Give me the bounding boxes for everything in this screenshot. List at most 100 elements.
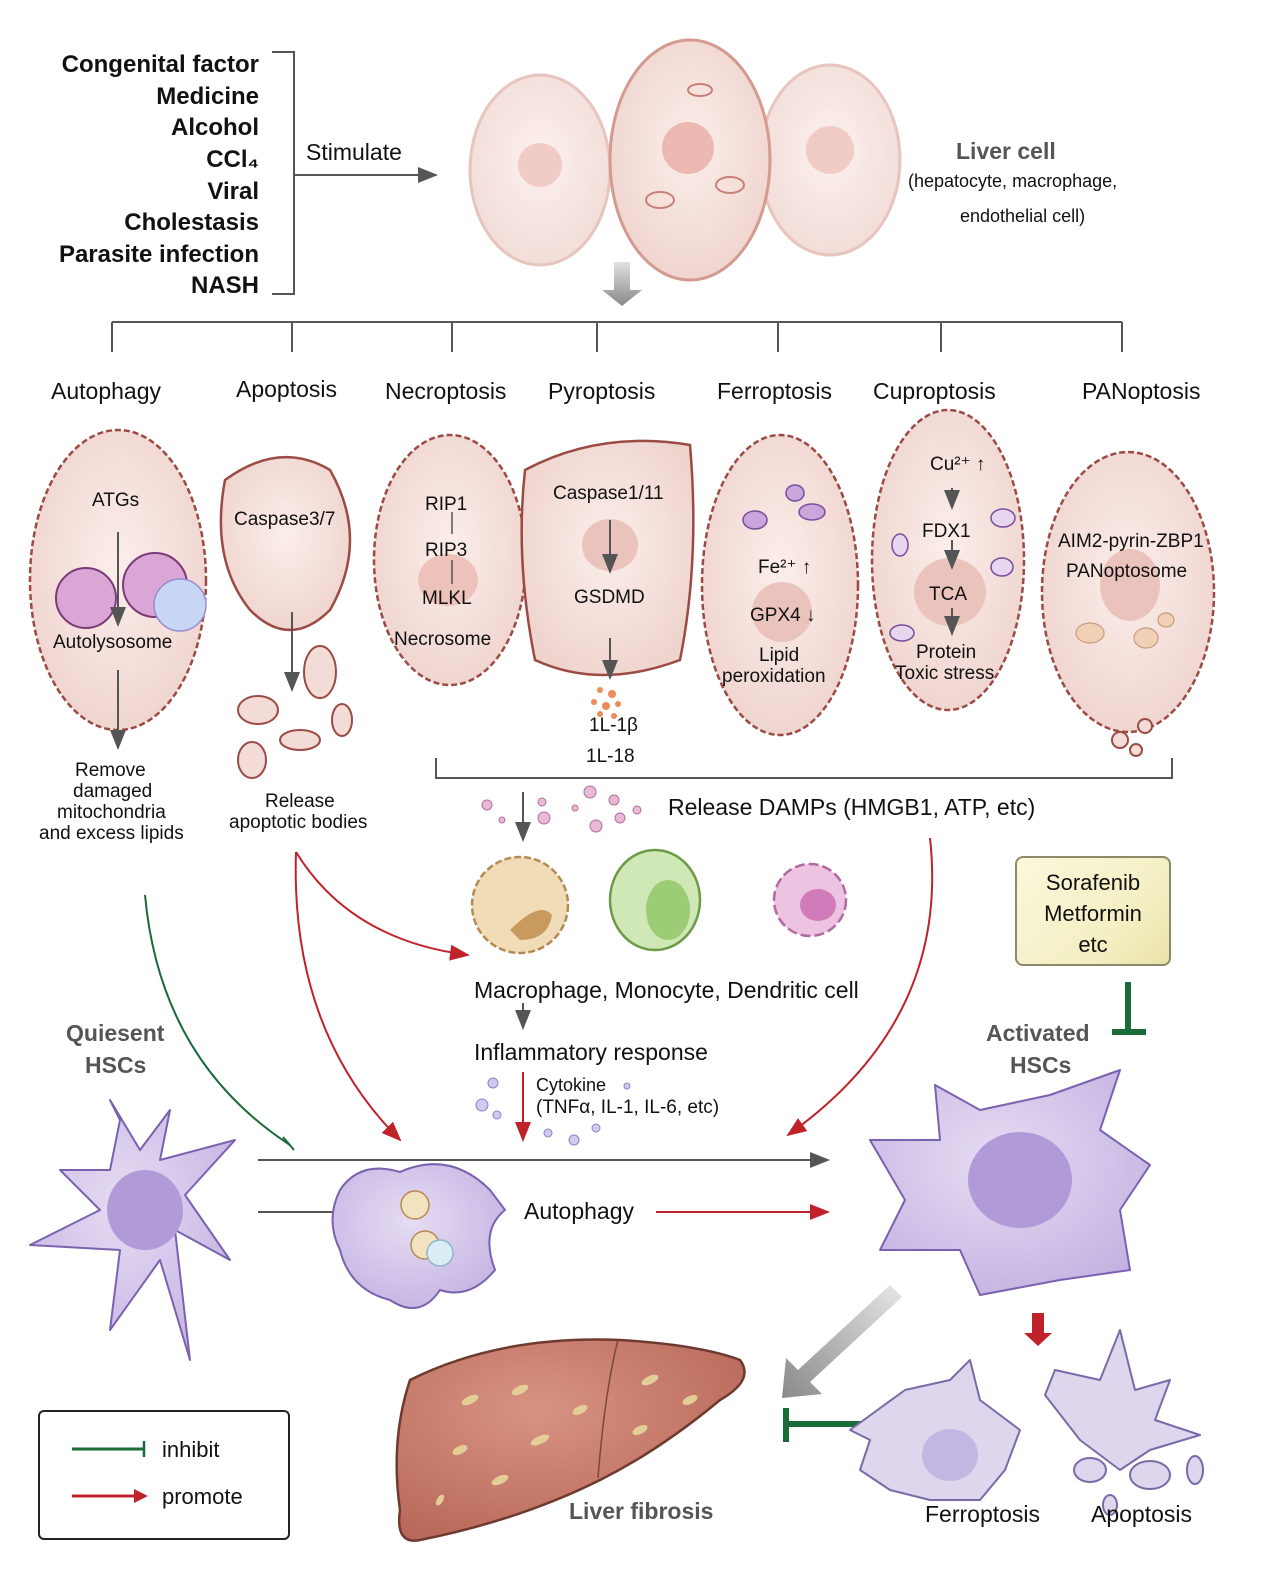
inflammatory-response-label: Inflammatory response <box>474 1039 708 1065</box>
panoptosis-cell <box>1040 450 1216 757</box>
quiescent-hsc-label: HSCs <box>85 1052 147 1078</box>
activated-hsc-label: HSCs <box>1010 1052 1072 1078</box>
death-type-panoptosis: PANoptosis <box>1082 378 1201 404</box>
apoptosis-outcome: apoptotic bodies <box>229 812 368 833</box>
liver-cell-title: Liver cell <box>956 138 1056 164</box>
death-type-cuproptosis: Cuproptosis <box>873 378 996 404</box>
necroptosis-step: RIP3 <box>425 540 468 561</box>
drug-label: etc <box>1078 932 1108 957</box>
autophagy-outcome: Remove <box>75 760 146 781</box>
death-type-autophagy: Autophagy <box>51 378 161 404</box>
liver-fibrosis-label: Liver fibrosis <box>569 1498 714 1524</box>
gray-diagonal-arrow <box>782 1285 902 1398</box>
factor-label: Congenital factor <box>61 51 259 78</box>
apoptosis-outcome: Release <box>265 791 335 812</box>
hsc-ferroptosis-label: Ferroptosis <box>925 1501 1041 1527</box>
promote-arrow-icon <box>72 1489 148 1503</box>
liver-cell-subtitle: (hepatocyte, macrophage, <box>908 171 1118 191</box>
factor-label: Viral <box>207 178 259 205</box>
cuproptosis-step: FDX1 <box>922 521 971 542</box>
cuproptosis-step: TCA <box>929 584 967 605</box>
pyroptosis-output: 1L-18 <box>586 746 635 767</box>
drug-inhibit-symbol <box>1112 982 1146 1035</box>
liver-cell-subtitle: endothelial cell) <box>960 206 1086 226</box>
pyroptosis-output: 1L-1β <box>589 715 638 736</box>
factor-label: NASH <box>190 272 259 299</box>
panoptosis-step: AIM2-pyrin-ZBP1 <box>1058 531 1204 552</box>
necroptosis-step: RIP1 <box>425 494 468 515</box>
apoptotic-to-hsc-arrow <box>294 851 402 1142</box>
death-type-ferroptosis: Ferroptosis <box>717 378 833 404</box>
panoptosis-step: PANoptosome <box>1066 561 1188 582</box>
distribution-ticks <box>111 322 1123 352</box>
stimulate-label: Stimulate <box>306 139 402 165</box>
apoptosis-cell <box>219 455 353 779</box>
cytokine-list: (TNFα, IL-1, IL-6, etc) <box>536 1097 720 1118</box>
necroptosis-step: MLKL <box>422 588 472 609</box>
factor-label: Parasite infection <box>58 241 259 268</box>
autophagy-inhibit-curve <box>144 894 291 1146</box>
factor-bracket <box>272 51 295 295</box>
cuproptosis-step: Protein <box>916 642 977 663</box>
activated-hsc-illustration <box>869 1069 1151 1296</box>
ferroptosis-step: Fe²⁺ ↑ <box>758 557 812 578</box>
damps-dots <box>481 785 642 833</box>
inhibit-symbol-icon <box>72 1441 146 1457</box>
legend: inhibit promote <box>38 1410 290 1540</box>
collect-bar <box>435 758 1173 779</box>
ferroptosis-step: peroxidation <box>722 666 826 687</box>
macrophage-illustration <box>470 855 570 955</box>
drug-box: Sorafenib Metformin etc <box>1015 856 1171 966</box>
apoptosis-step: Caspase3/7 <box>234 509 336 530</box>
autophagy-outcome: and excess lipids <box>39 823 184 844</box>
quiescent-hsc-illustration <box>29 1099 236 1361</box>
damps-label: Release DAMPs (HMGB1, ATP, etc) <box>668 794 1036 820</box>
necroptosis-step: Necrosome <box>394 629 492 650</box>
hsc-autophagy-label: Autophagy <box>524 1198 634 1224</box>
autophagy-step: Autolysosome <box>53 632 173 653</box>
factor-label: Cholestasis <box>124 209 259 236</box>
autophagy-hsc-illustration <box>331 1163 507 1309</box>
damps-to-hsc-arrow <box>786 837 934 1137</box>
cuproptosis-cell <box>870 408 1026 712</box>
pyroptosis-step: GSDMD <box>574 587 645 608</box>
apoptotic-to-immune-arrow <box>295 851 470 961</box>
factor-label: Alcohol <box>171 114 259 141</box>
cytokine-label: Cytokine <box>536 1075 607 1095</box>
drug-label: Sorafenib <box>1045 870 1141 895</box>
hsc-apoptosis-label: Apoptosis <box>1091 1501 1193 1527</box>
fibrotic-liver-illustration <box>395 1338 746 1542</box>
death-type-necroptosis: Necroptosis <box>385 378 507 404</box>
activated-hsc-label: Activated <box>986 1020 1090 1046</box>
quiescent-hsc-label: Quiesent <box>66 1020 165 1046</box>
autophagy-outcome: mitochondria <box>57 802 166 823</box>
death-type-pyroptosis: Pyroptosis <box>548 378 656 404</box>
drug-label: Metformin <box>1044 901 1142 926</box>
ferroptosis-cell <box>700 433 860 737</box>
red-down-arrow <box>1024 1313 1052 1346</box>
legend-symbols <box>72 1441 148 1503</box>
pyroptosis-cell <box>520 439 695 719</box>
liver-cells-illustration <box>468 38 902 282</box>
cuproptosis-step: Toxic stress <box>895 663 995 684</box>
big-down-arrow <box>602 262 642 306</box>
death-type-apoptosis: Apoptosis <box>236 376 338 402</box>
immune-cells-label: Macrophage, Monocyte, Dendritic cell <box>474 977 859 1003</box>
pyroptosis-step: Caspase1/11 <box>553 483 664 504</box>
monocyte-illustration <box>608 848 702 952</box>
autophagy-outcome: damaged <box>73 781 153 802</box>
dendritic-cell-illustration <box>772 862 848 938</box>
ferroptosis-step: GPX4 ↓ <box>750 605 816 626</box>
ferroptotic-hsc-illustration <box>849 1359 1021 1501</box>
autophagy-cell <box>28 428 208 750</box>
legend-inhibit-label: inhibit <box>162 1437 220 1462</box>
ferroptosis-step: Lipid <box>759 645 800 666</box>
legend-promote-label: promote <box>162 1484 243 1509</box>
factor-label: CCl₄ <box>206 146 259 173</box>
autophagy-step: ATGs <box>92 490 140 511</box>
necroptosis-cell <box>372 433 528 687</box>
factor-label: Medicine <box>156 83 259 110</box>
cytokine-dots <box>475 1077 631 1146</box>
apoptotic-hsc-illustration <box>1044 1329 1204 1516</box>
